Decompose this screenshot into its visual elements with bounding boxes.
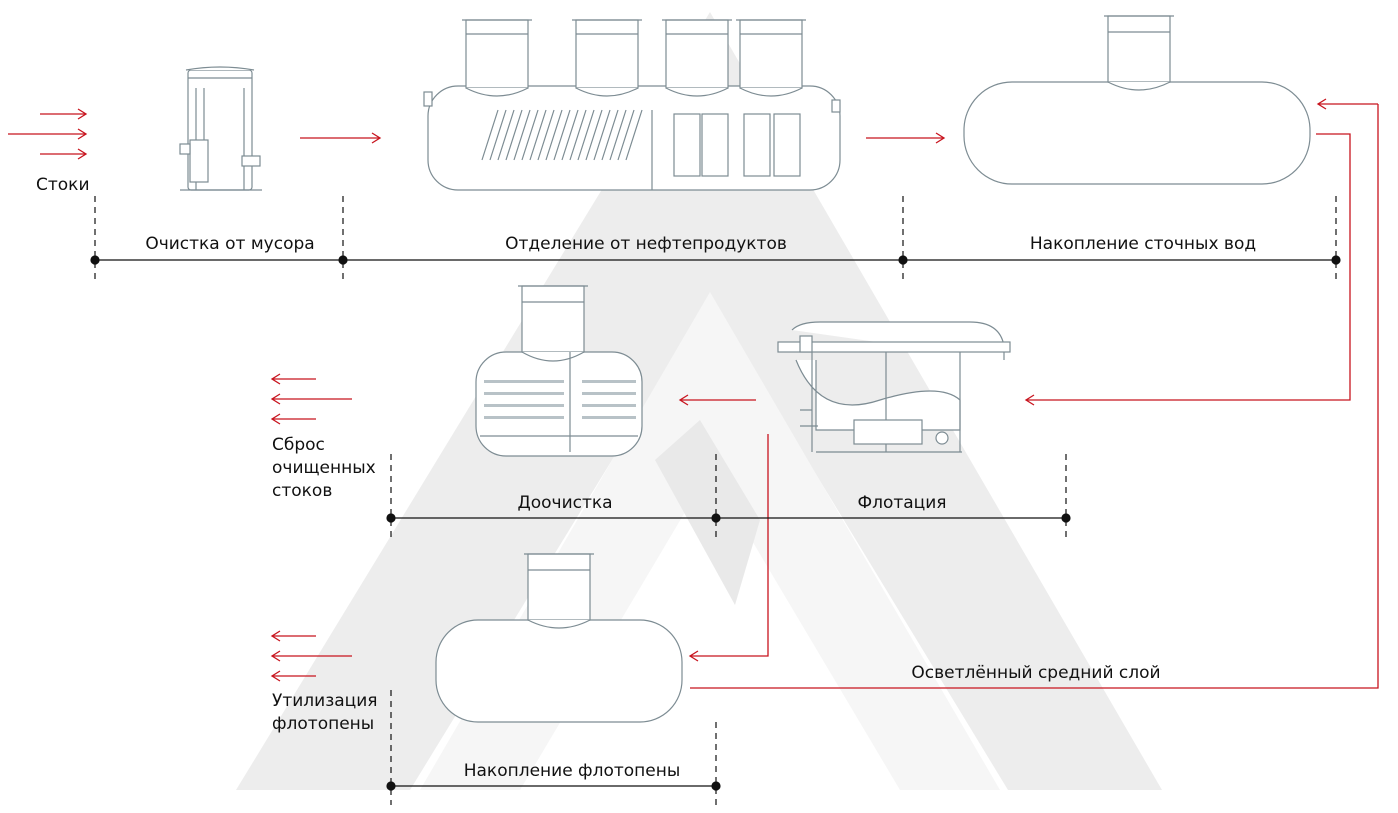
stage-label-debris: Очистка от мусора (145, 234, 315, 254)
clarified-layer-label: Осветлённый средний слой (911, 663, 1161, 683)
discharge-label: Сброс очищенных стоков (272, 435, 376, 501)
flow-arrow (300, 132, 382, 144)
storage-tank-icon (963, 15, 1311, 185)
flow-arrow (678, 394, 756, 406)
foam-tank-icon (435, 553, 683, 723)
inflow-arrows (8, 108, 88, 160)
return-line (690, 98, 1379, 689)
screen-separator-icon (179, 66, 262, 191)
discharge-arrows (270, 373, 352, 425)
oil-separator-tank-icon (423, 19, 841, 191)
foam-disposal-arrows (270, 630, 352, 682)
stage-label-flotation: Флотация (857, 493, 947, 513)
foam-line (688, 434, 769, 662)
stage-label-foam: Накопление флотопены (463, 761, 681, 781)
sorption-filter-icon (475, 285, 643, 457)
foam-disposal-label: Утилизация флотопены (272, 691, 378, 734)
timeline-middle (386, 454, 1071, 538)
flow-arrow (866, 132, 946, 144)
stage-label-oil: Отделение от нефтепродуктов (505, 234, 787, 254)
flotation-unit-icon (777, 321, 1011, 453)
timeline-bottom (386, 690, 721, 805)
timeline-top (90, 196, 1341, 280)
stage-label-storage: Накопление сточных вод (1029, 234, 1257, 254)
stage-label-polishing: Доочистка (517, 493, 613, 513)
inflow-label: Стоки (36, 175, 90, 195)
